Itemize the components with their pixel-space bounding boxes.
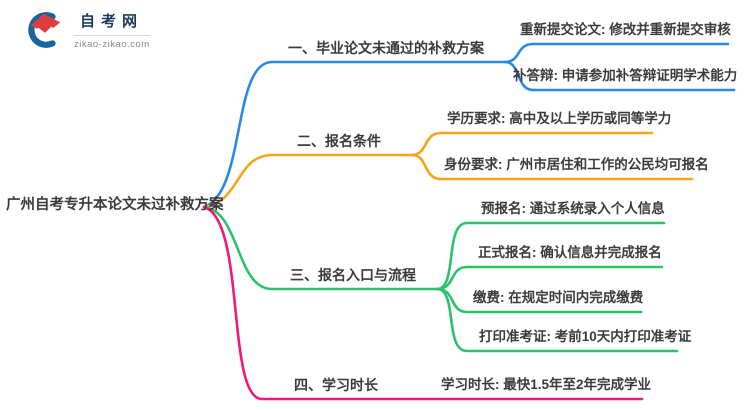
branch-3-child-3-label: 缴费: 在规定时间内完成缴费 — [473, 290, 644, 305]
branch-3-child-4-label: 打印准考证: 考前10天内打印准考证 — [479, 329, 692, 344]
branch-1-child-1-label: 重新提交论文: 修改并重新提交审核 — [520, 22, 731, 37]
branch-3-child-4-line — [435, 287, 679, 353]
branch-3-line — [202, 205, 439, 291]
branch-3-child-1-line — [435, 221, 666, 291]
branch-1-label: 一、毕业论文未通过的补救方案 — [288, 40, 484, 56]
site-logo: 自考网 zikao-zikao.com — [22, 8, 150, 52]
branch-2-child-1-label: 学历要求: 高中及以上学历或同等学力 — [447, 111, 672, 126]
branch-2-child-2-line — [410, 153, 694, 181]
branch-4-label: 四、学习时长 — [294, 377, 378, 393]
logo-site-name: 自考网 — [74, 8, 150, 36]
branch-2-child-1-line — [410, 131, 654, 157]
branch-3-label: 三、报名入口与流程 — [290, 267, 416, 283]
branch-3-child-1-label: 预报名: 通过系统录入个人信息 — [481, 201, 665, 216]
branch-2-line — [202, 153, 414, 209]
branch-3-child-2-label: 正式报名: 确认信息并完成报名 — [478, 245, 662, 260]
branch-1-child-1-line — [503, 42, 730, 64]
branch-1-line — [202, 60, 507, 209]
root-node: 广州自考专升本论文未过补救方案 — [6, 197, 224, 213]
branch-1-child-2-line — [503, 60, 736, 92]
branch-2-child-2-label: 身份要求: 广州市居住和工作的公民均可报名 — [444, 157, 709, 172]
branch-3-child-2-line — [435, 265, 664, 291]
logo-graduation-cap-icon — [28, 12, 61, 48]
branch-1-child-2-label: 补答辩: 申请参加补答辩证明学术能力 — [513, 68, 738, 83]
branch-4-child-1-label: 学习时长: 最快1.5年至2年完成学业 — [441, 377, 652, 392]
branch-2-label: 二、报名条件 — [297, 133, 381, 149]
logo-domain: zikao-zikao.com — [74, 39, 150, 50]
branch-4-line — [202, 205, 644, 401]
